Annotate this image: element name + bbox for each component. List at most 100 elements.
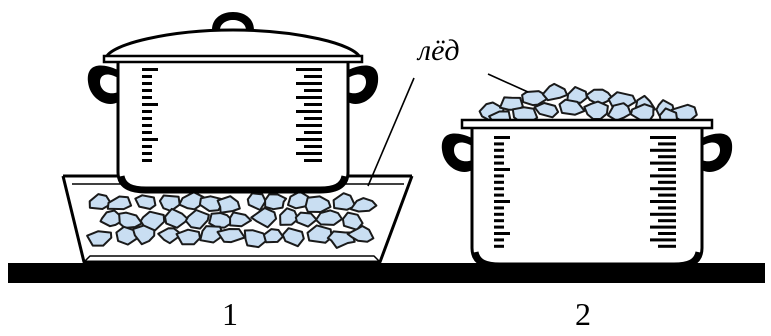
ice-cube	[230, 212, 251, 226]
scale-mark	[658, 206, 676, 209]
scale-mark	[296, 68, 322, 71]
pot1-right-handle	[348, 66, 378, 104]
scale-mark	[650, 187, 676, 190]
scale-mark	[296, 110, 322, 113]
scale-mark	[142, 103, 158, 106]
scale-mark	[494, 168, 510, 171]
scale-mark	[304, 131, 322, 134]
ice-cube	[218, 229, 245, 242]
scale-mark	[142, 96, 152, 99]
scale-mark	[494, 187, 504, 190]
scale-mark	[142, 117, 152, 120]
scale-mark	[494, 142, 504, 145]
scale-mark	[142, 68, 158, 71]
scale-mark	[494, 194, 504, 197]
scale-mark	[650, 213, 676, 216]
setup-2-number: 2	[575, 296, 591, 333]
scale-mark	[658, 155, 676, 158]
scale-mark	[142, 138, 158, 141]
ice-label: лёд	[418, 34, 460, 68]
scale-mark	[304, 75, 322, 78]
scale-mark	[142, 124, 152, 127]
ice-cube	[584, 102, 608, 119]
scale-mark	[142, 82, 152, 85]
scale-mark	[650, 200, 676, 203]
scale-mark	[494, 181, 504, 184]
setup-1-number: 1	[222, 296, 238, 333]
scale-mark	[304, 103, 322, 106]
scale-mark	[494, 245, 504, 248]
ice-cube	[251, 208, 276, 227]
scale-mark	[142, 89, 152, 92]
pot1-lid	[106, 30, 360, 58]
scale-mark	[494, 136, 510, 139]
scale-mark	[650, 149, 676, 152]
scale-mark	[658, 232, 676, 235]
setup-1	[63, 12, 414, 262]
ice-pointer-1	[368, 78, 414, 186]
ice-cube	[218, 196, 240, 213]
scale-mark	[296, 82, 322, 85]
scale-mark	[142, 152, 152, 155]
scale-mark	[494, 238, 504, 241]
scale-mark	[494, 174, 504, 177]
scale-mark	[304, 145, 322, 148]
ice-cube	[135, 195, 155, 209]
scale-mark	[494, 155, 504, 158]
ice-cube	[248, 193, 266, 210]
ice-cube	[177, 230, 201, 245]
pot2-left-handle	[442, 134, 472, 172]
scale-mark	[650, 136, 676, 139]
ice-cube	[296, 213, 317, 227]
ice-cube	[108, 197, 131, 210]
ice-cube	[165, 209, 188, 228]
scale-mark	[304, 159, 322, 162]
scale-mark	[296, 152, 322, 155]
ice-cube	[308, 225, 332, 242]
pot2-right-handle	[702, 134, 732, 172]
basin-ice	[87, 192, 376, 248]
scale-mark	[296, 124, 322, 127]
scale-mark	[658, 181, 676, 184]
ice-cube	[133, 226, 154, 245]
scale-mark	[494, 149, 504, 152]
scale-mark	[494, 200, 510, 203]
scale-mark	[304, 89, 322, 92]
scale-mark	[494, 226, 504, 229]
scale-mark	[658, 245, 676, 248]
scale-mark	[142, 110, 152, 113]
ice-pointer-2	[488, 74, 528, 92]
scale-mark	[494, 162, 504, 165]
ice-cube	[160, 196, 180, 212]
pot2-rim	[462, 120, 712, 128]
scale-mark	[658, 219, 676, 222]
scale-mark	[494, 232, 510, 235]
scale-mark	[494, 213, 504, 216]
pot-with-lid	[88, 12, 378, 192]
scale-mark	[296, 96, 322, 99]
scale-mark	[142, 75, 152, 78]
scale-mark	[494, 219, 504, 222]
scale-mark	[296, 138, 322, 141]
scale-mark	[650, 238, 676, 241]
setup-2	[442, 74, 732, 268]
scale-mark	[658, 194, 676, 197]
ice-cube	[543, 84, 567, 100]
scale-mark	[142, 131, 152, 134]
pot1-left-handle	[88, 66, 118, 104]
ice-cube	[264, 229, 283, 242]
pot1-lid-knob	[212, 12, 254, 30]
scale-mark	[658, 142, 676, 145]
scale-mark	[304, 117, 322, 120]
ice-cube	[87, 231, 111, 245]
scale-mark	[658, 168, 676, 171]
ice-cube	[283, 228, 304, 246]
scale-mark	[650, 174, 676, 177]
ice-cube	[119, 213, 142, 228]
ice-cube	[306, 196, 331, 212]
scale-mark	[142, 145, 152, 148]
ice-cube	[265, 194, 286, 209]
scale-mark	[650, 226, 676, 229]
